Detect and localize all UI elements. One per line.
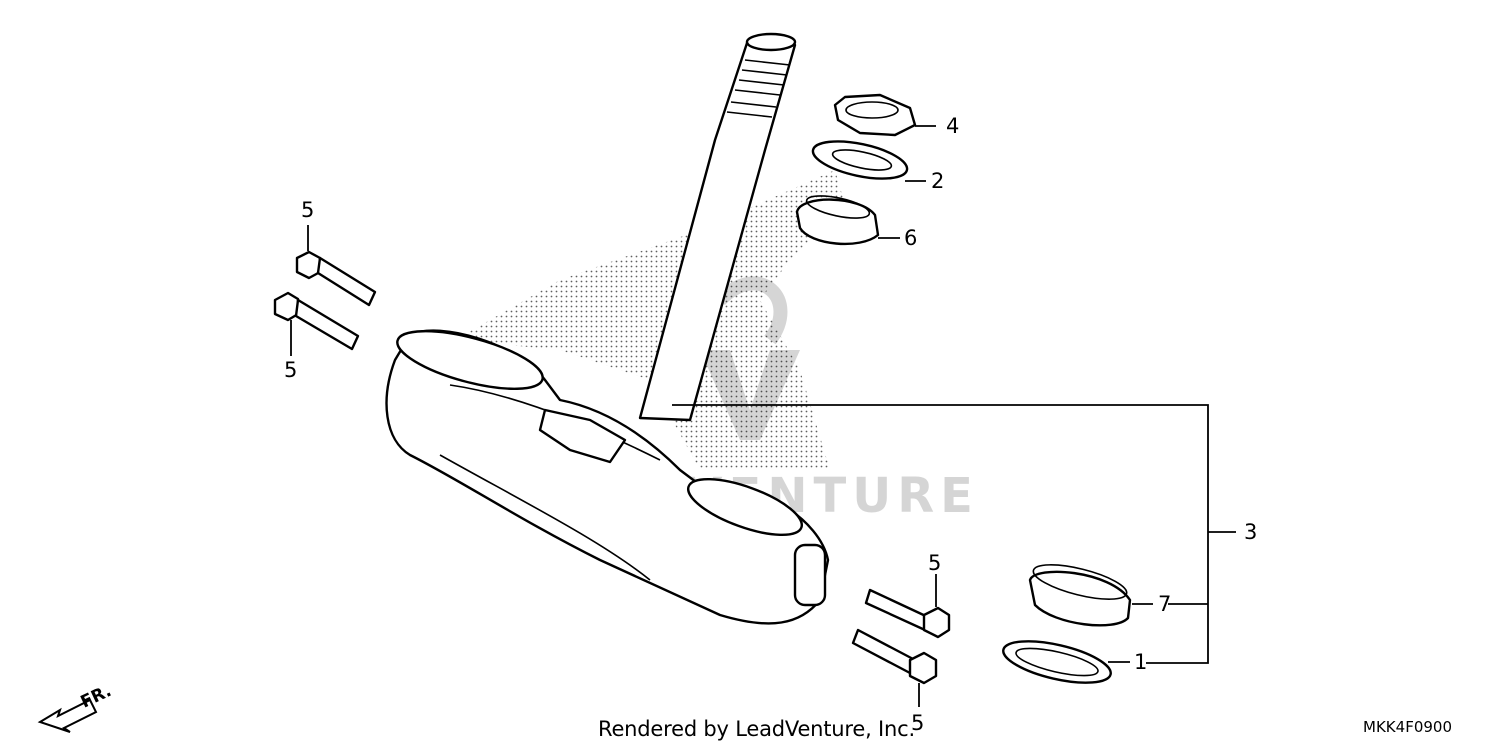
part-4-stem-nut: 4 bbox=[833, 93, 959, 138]
front-label: FR. bbox=[78, 681, 115, 712]
diagram-code: MKK4F0900 bbox=[1363, 718, 1452, 736]
part-5-bolt-mid: 5 bbox=[864, 551, 951, 639]
part-5-bolt-bottom: 5 bbox=[851, 628, 938, 735]
part-6-upper-bearing: 6 bbox=[795, 195, 917, 250]
callout-5-top: 5 bbox=[301, 198, 314, 222]
part-1-dust-seal: 1 bbox=[1002, 640, 1147, 684]
part-5-bolt-upper: 5 bbox=[295, 198, 377, 307]
callout-5-mid: 5 bbox=[928, 551, 941, 575]
rendered-by-credit: Rendered by LeadVenture, Inc. bbox=[598, 717, 915, 741]
stem-shadow bbox=[455, 170, 845, 470]
part-7-lower-bearing: 7 bbox=[1028, 564, 1171, 627]
assembly-3-bracket: 3 bbox=[672, 404, 1257, 664]
lower-bracket bbox=[385, 329, 830, 625]
callout-2: 2 bbox=[931, 169, 944, 193]
callout-1: 1 bbox=[1134, 650, 1147, 674]
front-arrow-icon: FR. bbox=[37, 681, 115, 733]
callout-7: 7 bbox=[1158, 592, 1171, 616]
part-2-dust-seal: 2 bbox=[811, 140, 944, 193]
steering-stem bbox=[638, 32, 797, 422]
callout-6: 6 bbox=[904, 226, 917, 250]
callout-4: 4 bbox=[946, 114, 959, 138]
part-5-bolt-lower: 5 bbox=[273, 291, 360, 382]
callout-5-upper-left: 5 bbox=[284, 358, 297, 382]
callout-3: 3 bbox=[1244, 520, 1257, 544]
callout-5-bottom: 5 bbox=[911, 711, 924, 735]
